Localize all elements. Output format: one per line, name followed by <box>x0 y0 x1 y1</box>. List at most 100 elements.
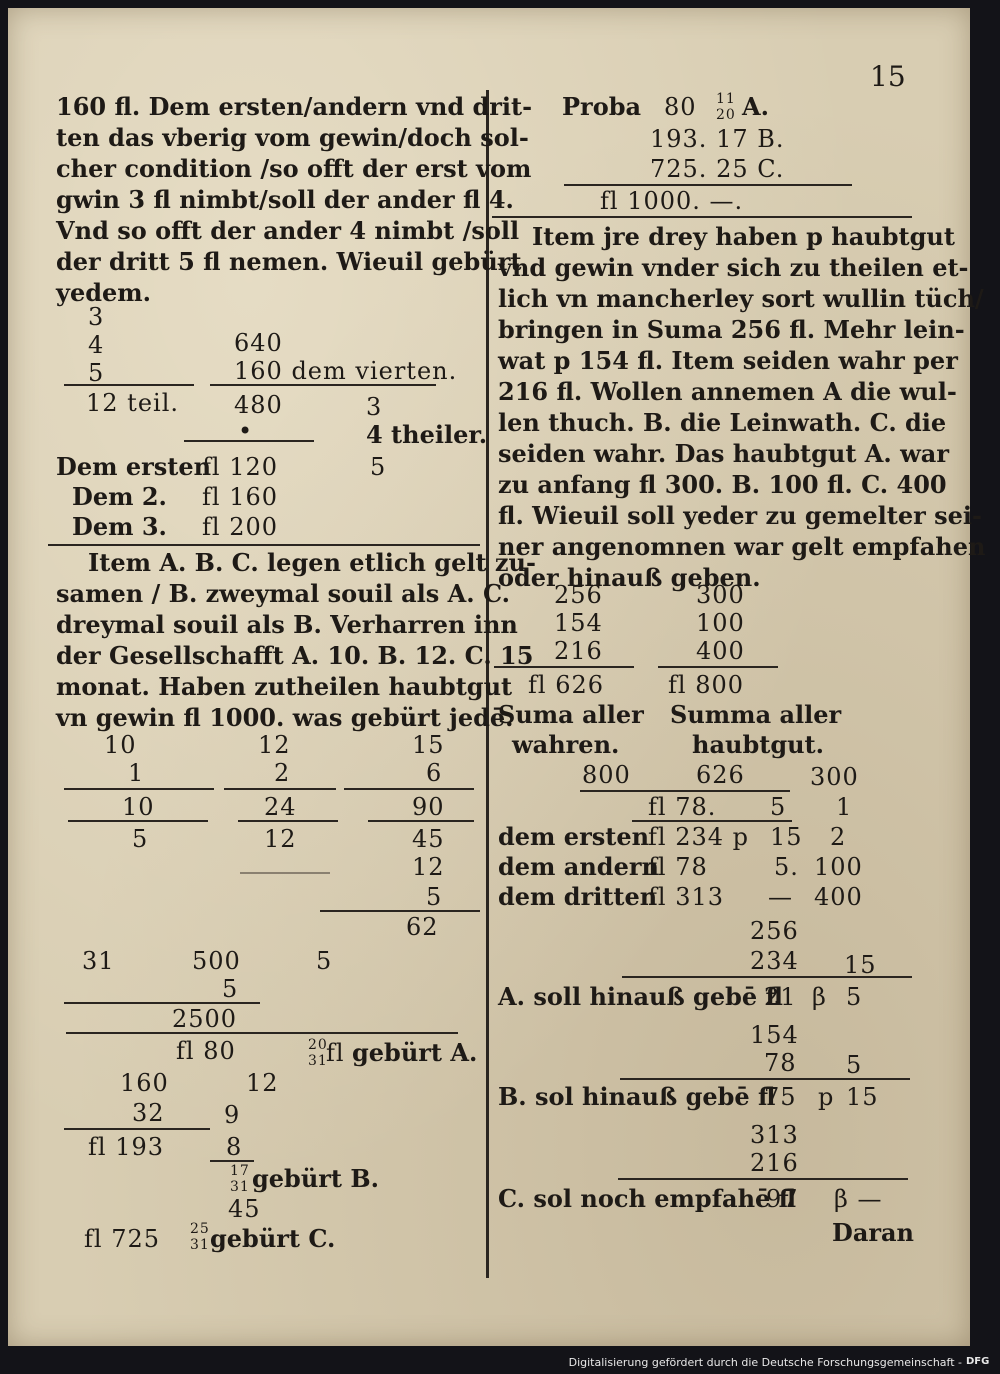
calc2-rule-j <box>64 1128 210 1130</box>
capital-1: 300 <box>696 581 745 609</box>
right-para-line9: zu anfang fl 300. B. 100 fl. C. 400 <box>498 470 947 499</box>
calc1-r1-value: fl 120 <box>202 453 278 481</box>
left-para1-line1: 160 fl. Dem ersten/andern vnd drit- <box>56 92 533 121</box>
proba-rule <box>564 184 852 186</box>
calc2-s2: 5 <box>426 883 443 911</box>
capital-label-1: Summa aller <box>670 700 842 729</box>
calc1-sum: 12 teil. <box>86 389 179 417</box>
quotient-1: fl 78. <box>648 793 717 821</box>
right-para-line12: oder hinauß geben. <box>498 563 761 592</box>
share-first-b: 2 <box>830 823 847 851</box>
calc1-rule3 <box>184 440 314 442</box>
calc1-part2: 4 <box>88 331 105 359</box>
result-b-pay-c: 15 <box>846 1083 879 1111</box>
calc2-s3: 62 <box>406 913 439 941</box>
proba-line1-frac-num: 11 <box>716 91 736 107</box>
result-a-unit: fl <box>326 1039 345 1067</box>
share-third-a: — <box>768 883 793 911</box>
ratio-3: 300 <box>810 763 859 791</box>
calc2-s1: 12 <box>412 853 445 881</box>
diff-b-1: 154 <box>750 1021 799 1049</box>
calc1-part1: 3 <box>88 303 105 331</box>
calc2-b1: 160 <box>120 1069 169 1097</box>
share-second-value: fl 78 <box>648 853 708 881</box>
calc2-r2-c1: 1 <box>128 759 145 787</box>
proba-line1-suffix: A. <box>742 92 769 121</box>
left-para2-line2: samen / B. zweymal souil als A. C. <box>56 579 511 608</box>
calc2-r2-c2: 2 <box>274 759 291 787</box>
share-first-a: 15 <box>770 823 803 851</box>
calc1-r2-label: Dem 2. <box>72 482 167 511</box>
quotient-3: 1 <box>836 793 853 821</box>
capital-rule <box>658 666 778 668</box>
proba-line1-value: 80 <box>664 93 697 121</box>
capital-label-2: haubtgut. <box>692 730 824 759</box>
page-number: 15 <box>870 60 906 93</box>
digitization-credit: Digitalisierung gefördert durch die Deut… <box>568 1356 962 1369</box>
result-a-pay-c: 5 <box>846 983 863 1011</box>
left-para1-line5: Vnd so offt der ander 4 nimbt /soll <box>56 216 520 245</box>
calc1-sh2: 4 theiler. <box>366 420 488 449</box>
share-first-label: dem ersten <box>498 822 650 851</box>
calc2-r4-c3: 45 <box>412 825 445 853</box>
proba-total: fl 1000. —. <box>600 187 744 215</box>
calc2-r4-c2: 12 <box>264 825 297 853</box>
wares-label-2: wahren. <box>512 730 620 759</box>
wares-rule <box>494 666 634 668</box>
calc1-rule <box>64 384 194 386</box>
calc1-r2-value: fl 160 <box>202 483 278 511</box>
diff-a-1: 256 <box>750 917 799 945</box>
right-para-line2: vnd gewin vnder sich zu theilen et- <box>498 253 969 282</box>
diff-c-1: 313 <box>750 1121 799 1149</box>
wares-1: 256 <box>554 581 603 609</box>
right-para-line8: seiden wahr. Das haubtgut A. war <box>498 439 949 468</box>
quotient-rule <box>632 820 792 822</box>
calc2-b3: 32 <box>132 1099 165 1127</box>
diff-c-2: 216 <box>750 1149 799 1177</box>
wares-2: 154 <box>554 609 603 637</box>
calc2-rule-g <box>320 910 480 912</box>
calc1-a: 640 <box>234 329 283 357</box>
calc2-r1-c3: 15 <box>412 731 445 759</box>
calc2-rule-b <box>224 788 336 790</box>
diff-b-3: 5 <box>846 1051 863 1079</box>
right-para-line3: lich vn mancherley sort wullin tüch/ <box>498 284 984 313</box>
calc2-r3-c2: 24 <box>264 793 297 821</box>
left-para1-line4: gwin 3 fl nimbt/soll der ander fl 4. <box>56 185 514 214</box>
capital-3: 400 <box>696 637 745 665</box>
right-para-line4: bringen in Suma 256 fl. Mehr lein- <box>498 315 965 344</box>
calc1-b: 160 dem vierten. <box>234 357 458 385</box>
right-para-line10: fl. Wieuil soll yeder zu gemelter sei- <box>498 501 982 530</box>
share-second-label: dem andern <box>498 852 659 881</box>
calc2-b6: 8 <box>226 1133 243 1161</box>
proba-line3: 725. 25 C. <box>650 155 785 183</box>
calc2-rule-k <box>210 1160 254 1162</box>
proba-line1-frac-den: 20 <box>716 107 736 123</box>
result-b-pay-label: B. sol hinauß gebē fl <box>498 1082 776 1111</box>
result-c-label: gebürt C. <box>210 1224 336 1253</box>
column-divider <box>486 90 489 1278</box>
calc2-mul: 5 <box>222 975 239 1003</box>
result-b-pay-b: p <box>818 1083 835 1111</box>
left-para1-line7: yedem. <box>56 278 152 307</box>
calc1-r1-label: Dem ersten <box>56 452 212 481</box>
quotient-2: 5 <box>770 793 787 821</box>
section-rule-right <box>492 216 912 218</box>
ratio-rule <box>580 790 790 792</box>
calc2-c1: 45 <box>228 1195 261 1223</box>
book-page: 15 160 fl. Dem ersten/andern vnd drit- t… <box>8 8 985 1346</box>
share-third-b: 400 <box>814 883 863 911</box>
calc1-part3: 5 <box>88 359 105 387</box>
result-c-receive-label: C. sol noch empfahē fl <box>498 1184 797 1213</box>
result-a-frac-den: 31 <box>308 1053 328 1069</box>
calc2-rule-f <box>368 820 474 822</box>
calc2-faint-rule <box>240 872 330 874</box>
calc1-c: 480 <box>234 391 283 419</box>
calc1-rule2 <box>210 384 436 386</box>
capital-sum: fl 800 <box>668 671 744 699</box>
result-a-pay-b: β <box>812 983 827 1011</box>
right-para-line6: 216 fl. Wollen annemen A die wul- <box>498 377 957 406</box>
left-para2-line1: Item A. B. C. legen etlich gelt zu- <box>88 548 536 577</box>
dfg-logo: DFG <box>966 1356 990 1367</box>
calc2-a1: 31 <box>82 947 115 975</box>
